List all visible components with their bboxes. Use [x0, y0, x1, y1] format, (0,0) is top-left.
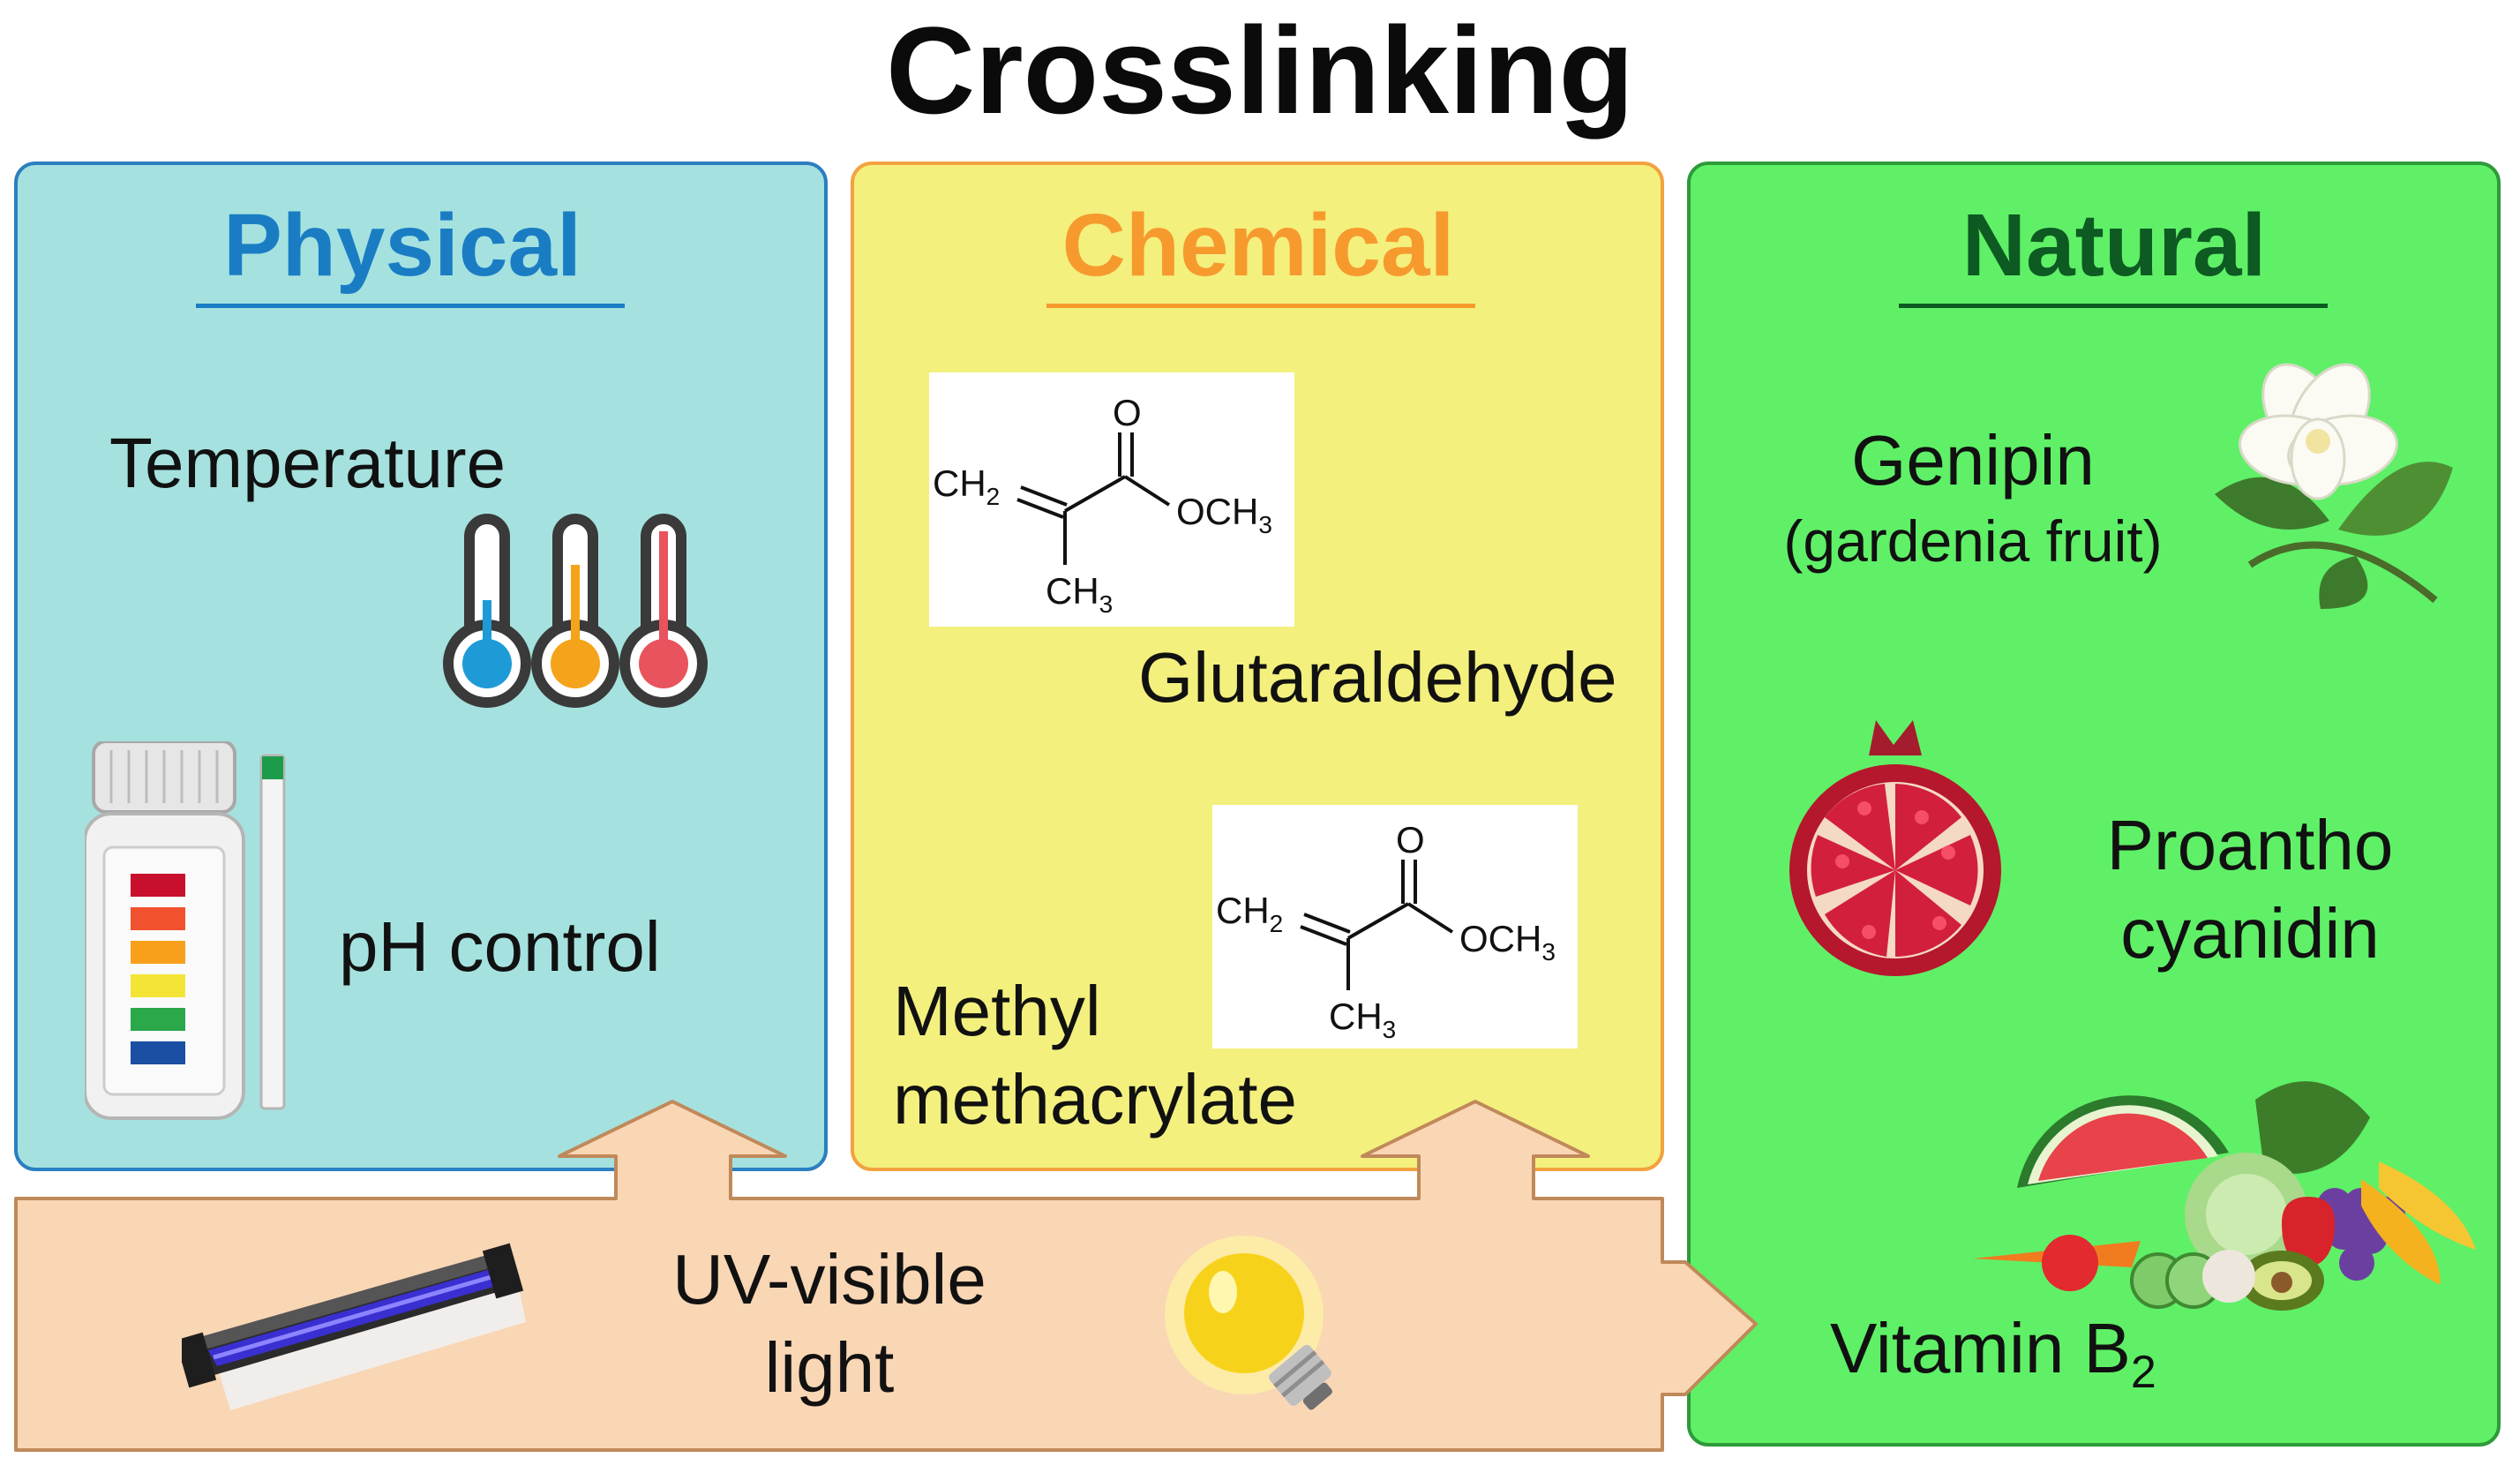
light-bulb-icon: [1165, 1236, 1332, 1410]
chemical-underline: [1046, 304, 1475, 308]
methyl-methacrylate-label: Methyl methacrylate: [893, 967, 1297, 1144]
svg-text:CH2: CH2: [933, 462, 1000, 510]
pomegranate-icon: [1789, 720, 2001, 976]
svg-text:OCH3: OCH3: [1176, 491, 1272, 538]
temperature-label: Temperature: [109, 424, 506, 502]
methyl-methacrylate-line1: Methyl: [893, 972, 1101, 1050]
natural-heading: Natural: [1961, 196, 2267, 295]
uv-lamp-icon: [182, 1243, 526, 1410]
svg-text:O: O: [1396, 819, 1425, 861]
gardenia-flower-icon: [2215, 363, 2453, 609]
diagram-title: Crosslinking: [886, 1, 1634, 139]
svg-text:O: O: [1113, 392, 1142, 433]
natural-underline: [1899, 304, 2328, 308]
methyl-methacrylate-line2: methacrylate: [893, 1060, 1297, 1139]
uv-line1: UV-visible: [672, 1240, 986, 1319]
structure-box-2: CH2 O OCH3 CH3: [1212, 805, 1578, 1048]
uv-visible-light-label: UV-visible light: [653, 1236, 1006, 1412]
methacrylate-structure-1: CH2 O OCH3 CH3: [933, 392, 1272, 618]
methacrylate-structure-2: CH2 O OCH3 CH3: [1216, 819, 1556, 1043]
vitamin-b-text: Vitamin B: [1830, 1309, 2131, 1387]
svg-text:OCH3: OCH3: [1459, 918, 1556, 966]
physical-heading: Physical: [223, 196, 581, 295]
fruit-vegetable-pile-icon: [1973, 1081, 2476, 1311]
glutaraldehyde-label: Glutaraldehyde: [1138, 638, 1617, 717]
genipin-label: Genipin: [1851, 421, 2095, 500]
ph-strip-bottle-icon: [85, 741, 286, 1120]
gardenia-fruit-label: (gardenia fruit): [1783, 508, 2163, 574]
structure-box-1: CH2 O OCH3 CH3: [929, 372, 1294, 627]
proanthocyanidin-label: Proantho cyanidin: [2047, 801, 2453, 978]
genipin-block: Genipin (gardenia fruit): [1779, 417, 2167, 578]
vitamin-b2-label: Vitamin B2: [1830, 1304, 2156, 1402]
vitamin-b-subscript: 2: [2130, 1347, 2156, 1398]
svg-text:CH3: CH3: [1329, 996, 1396, 1043]
thermometer-icon: [443, 514, 708, 708]
ph-control-label: pH control: [339, 907, 661, 986]
svg-text:CH2: CH2: [1216, 890, 1283, 937]
uv-line2: light: [764, 1328, 895, 1407]
chemical-heading: Chemical: [1061, 196, 1455, 295]
svg-text:CH3: CH3: [1046, 570, 1113, 618]
proantho-line2: cyanidin: [2120, 894, 2380, 973]
proantho-line1: Proantho: [2106, 806, 2394, 884]
physical-underline: [196, 304, 625, 308]
